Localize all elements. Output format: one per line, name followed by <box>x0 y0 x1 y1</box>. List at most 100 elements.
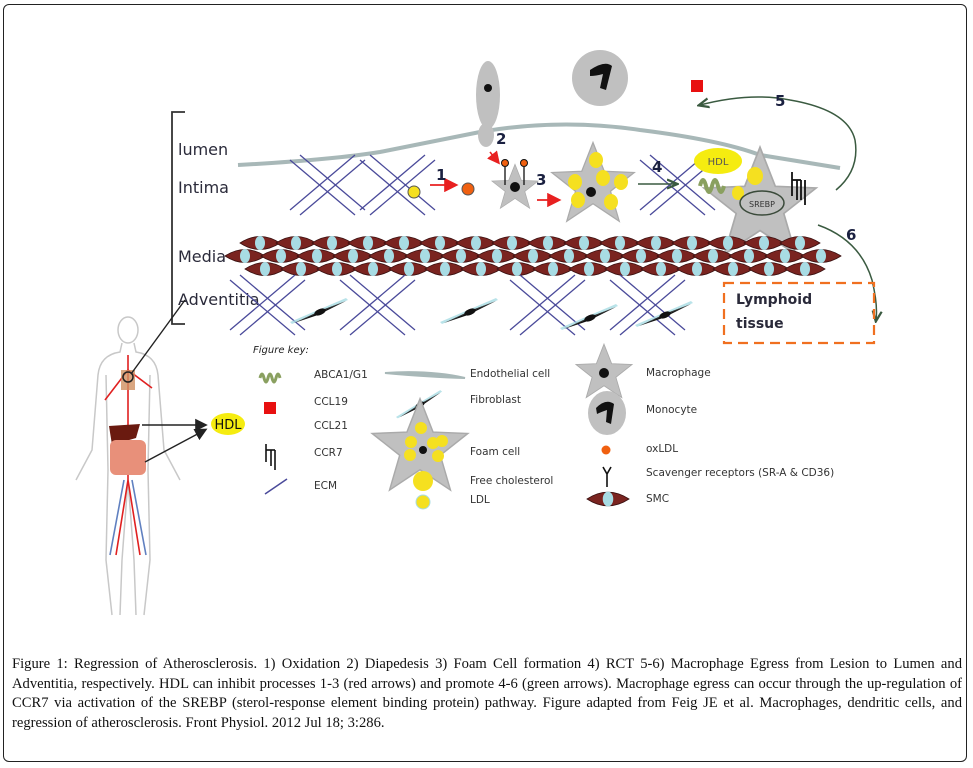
free-cholesterol-icon <box>413 471 433 491</box>
transmigrating-monocyte <box>476 61 500 129</box>
abca1-g1-icon <box>258 372 282 384</box>
smc-cell <box>599 235 641 251</box>
hdl-particle <box>694 148 742 174</box>
smc-cell <box>352 261 394 277</box>
endothelium <box>237 122 841 170</box>
layer-label-lumen: lumen <box>178 140 228 159</box>
fibroblast <box>635 301 693 327</box>
smc-cell <box>568 261 610 277</box>
smc-cell <box>728 248 770 264</box>
smc-cell <box>316 261 358 277</box>
fibroblast <box>290 298 348 324</box>
svg-text:HDL: HDL <box>708 157 729 168</box>
svg-text:Foam cell: Foam cell <box>470 446 520 458</box>
smc-cell <box>676 261 718 277</box>
ecm-fibers <box>289 154 366 216</box>
smc-cell <box>419 235 461 251</box>
smc-cell <box>532 261 574 277</box>
svg-text:tissue: tissue <box>736 316 784 332</box>
ccr7-icon <box>265 444 276 470</box>
ldl-icon <box>415 494 431 510</box>
media-smc-layer <box>224 235 842 277</box>
svg-text:ECM: ECM <box>314 480 337 492</box>
svg-text:CCL19: CCL19 <box>314 396 348 408</box>
smc-cell <box>527 235 569 251</box>
svg-text:Free cholesterol: Free cholesterol <box>470 475 553 487</box>
layer-label-intima: Intima <box>178 178 229 197</box>
atherosclerosis-diagram: lumen Intima Media Adventitia 1 2 3 4 HD… <box>75 50 973 616</box>
step-4-label: 4 <box>652 158 662 176</box>
smc-cell <box>275 235 317 251</box>
diapedesis-arrow <box>487 150 500 165</box>
lymphoid-tissue-box <box>722 281 876 345</box>
fibroblast <box>440 298 498 324</box>
layer-label-media: Media <box>178 247 226 266</box>
svg-text:HDL: HDL <box>214 418 242 433</box>
smc-cell <box>224 248 266 264</box>
smc-cell <box>311 235 353 251</box>
step-1-label: 1 <box>436 166 446 184</box>
smc-cell <box>440 248 482 264</box>
smc-cell <box>239 235 281 251</box>
smc-cell <box>332 248 374 264</box>
layer-bracket <box>171 111 185 325</box>
svg-text:Scavenger receptors (SR-A & CD: Scavenger receptors (SR-A & CD36) <box>646 467 834 479</box>
svg-text:Macrophage: Macrophage <box>646 367 711 379</box>
intestine <box>110 440 146 475</box>
smc-cell <box>800 248 842 264</box>
svg-text:Endothelial cell: Endothelial cell <box>470 368 550 380</box>
smc-cell <box>368 248 410 264</box>
step-6-label: 6 <box>846 226 856 244</box>
smc-cell <box>404 248 446 264</box>
ecm-line-icon <box>264 478 288 495</box>
smc-cell <box>296 248 338 264</box>
svg-text:oxLDL: oxLDL <box>646 443 678 455</box>
smc-cell <box>512 248 554 264</box>
svg-text:Monocyte: Monocyte <box>646 404 697 416</box>
smc-cell <box>496 261 538 277</box>
ecm-fibers <box>359 154 436 216</box>
oxldl-icon <box>601 445 611 455</box>
step-3-label: 3 <box>536 171 546 189</box>
smc-cell <box>548 248 590 264</box>
abca1-g1-transporter <box>698 178 726 194</box>
svg-text:LDL: LDL <box>470 494 490 506</box>
smc-cell <box>671 235 713 251</box>
smc-cell <box>748 261 790 277</box>
figure-caption-text: Regression of Atherosclerosis. 1) Oxidat… <box>12 656 962 731</box>
srebp-nucleus <box>739 190 785 216</box>
smc-cell <box>784 261 826 277</box>
scavenger-receptor-icon <box>602 466 612 487</box>
smc-cell <box>424 261 466 277</box>
figure-frame <box>3 4 967 762</box>
smc-cell <box>260 248 302 264</box>
svg-text:Lymphoid: Lymphoid <box>736 292 812 308</box>
liver <box>109 424 140 445</box>
monocyte <box>572 50 628 106</box>
layer-label-adventitia: Adventitia <box>178 290 260 309</box>
figure-caption: Figure 1: Regression of Atherosclerosis.… <box>12 655 962 733</box>
smc-cell <box>455 235 497 251</box>
svg-text:CCR7: CCR7 <box>314 447 343 459</box>
smc-cell <box>460 261 502 277</box>
smc-cell <box>656 248 698 264</box>
smc-cell <box>563 235 605 251</box>
ldl-particle <box>407 185 421 199</box>
human-body <box>75 316 181 616</box>
smc-cell <box>244 261 286 277</box>
smc-cell <box>280 261 322 277</box>
smc-cell <box>640 261 682 277</box>
hdl-oval <box>211 413 245 435</box>
smc-cell <box>764 248 806 264</box>
artery-zoom-marker <box>122 371 134 383</box>
key-title: Figure key: <box>253 345 309 356</box>
smc-cell <box>383 235 425 251</box>
smc-cell <box>604 261 646 277</box>
egress-to-lymph-arrow <box>817 224 877 320</box>
step-2-label: 2 <box>496 130 506 148</box>
oxldl-particle <box>461 182 475 196</box>
smc-cell <box>620 248 662 264</box>
ccl-square-icon <box>264 402 276 414</box>
figure-caption-label: Figure 1: <box>12 656 68 672</box>
endothelial-cell-icon <box>384 371 466 379</box>
